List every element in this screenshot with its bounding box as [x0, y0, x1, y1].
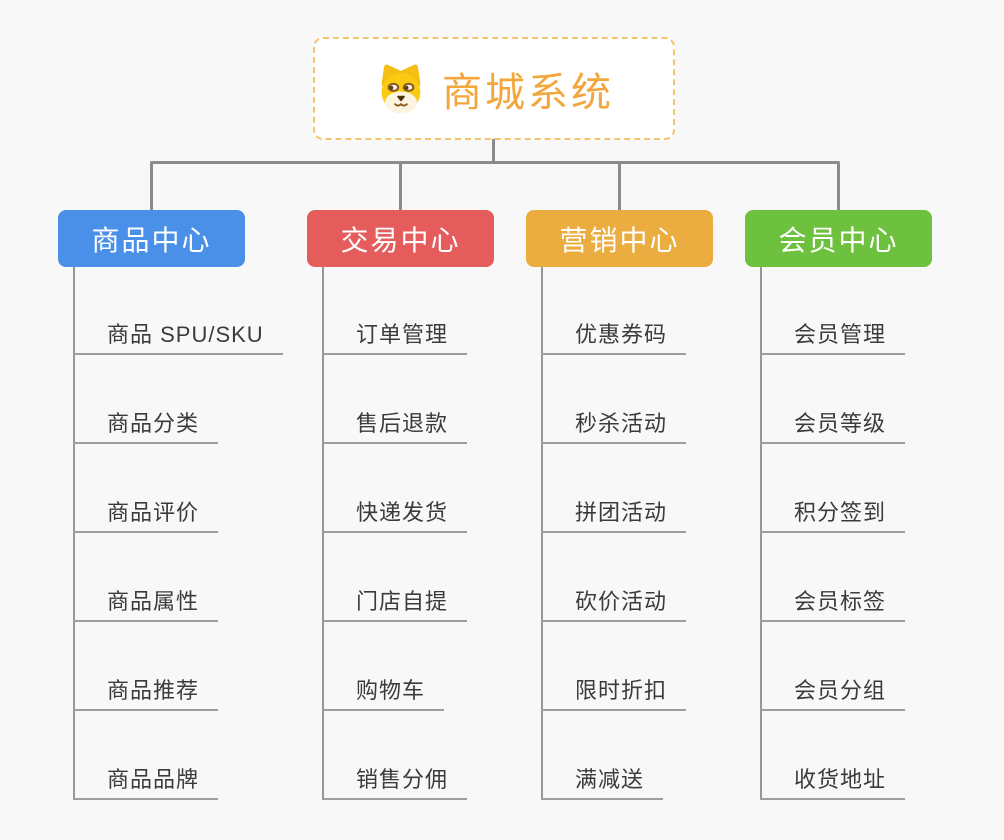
leaf-label: 会员分组 [794, 678, 887, 703]
leaf-node-trade-cart[interactable]: 购物车 [322, 669, 445, 711]
leaf-label: 商品评价 [107, 500, 200, 525]
leaf-node-member-groups[interactable]: 会员分组 [760, 669, 906, 711]
branch-label: 营销中心 [559, 224, 680, 256]
branch-label: 交易中心 [340, 224, 461, 256]
leaf-label: 会员管理 [794, 322, 887, 347]
leaf-node-goods-recommend[interactable]: 商品推荐 [73, 669, 219, 711]
branch-node-member[interactable]: 会员中心 [745, 210, 932, 267]
leaf-node-goods-spu-sku[interactable]: 商品 SPU/SKU [73, 313, 283, 355]
leaf-label: 拼团活动 [575, 500, 668, 525]
leaf-label: 会员等级 [794, 411, 887, 436]
branch-goods: 商品中心 商品 SPU/SKU 商品分类 商品评价 商品属性 商品推荐 商品品牌 [58, 210, 308, 822]
leaf-node-marketing-full-reduction[interactable]: 满减送 [541, 758, 664, 800]
connector-root-stub [492, 139, 495, 162]
branch-member: 会员中心 会员管理 会员等级 积分签到 会员标签 会员分组 收货地址 [745, 210, 995, 822]
connector-drop-trade [399, 163, 402, 210]
connector-drop-marketing [618, 163, 621, 210]
leaf-label: 门店自提 [356, 589, 449, 614]
leaf-label: 积分签到 [794, 500, 887, 525]
leaf-node-trade-shipping[interactable]: 快递发货 [322, 491, 468, 533]
leaf-label: 限时折扣 [575, 678, 668, 703]
leaf-label: 砍价活动 [575, 589, 668, 614]
branch-trunk-line [73, 267, 75, 800]
leaf-label: 秒杀活动 [575, 411, 668, 436]
leaf-node-goods-brand[interactable]: 商品品牌 [73, 758, 219, 800]
leaf-node-trade-commission[interactable]: 销售分佣 [322, 758, 468, 800]
leaf-label: 商品 SPU/SKU [107, 322, 264, 347]
dog-face-icon [374, 62, 428, 116]
branch-marketing: 营销中心 优惠券码 秒杀活动 拼团活动 砍价活动 限时折扣 满减送 [526, 210, 776, 822]
branch-node-goods[interactable]: 商品中心 [58, 210, 245, 267]
leaf-node-marketing-coupon[interactable]: 优惠券码 [541, 313, 687, 355]
leaf-label: 商品品牌 [107, 767, 200, 792]
leaf-node-member-points-checkin[interactable]: 积分签到 [760, 491, 906, 533]
leaf-node-trade-orders[interactable]: 订单管理 [322, 313, 468, 355]
leaf-label: 优惠券码 [575, 322, 668, 347]
leaf-node-marketing-bargain[interactable]: 砍价活动 [541, 580, 687, 622]
connector-drop-goods [150, 163, 153, 210]
leaf-node-goods-category[interactable]: 商品分类 [73, 402, 219, 444]
leaf-label: 售后退款 [356, 411, 449, 436]
leaf-label: 商品属性 [107, 589, 200, 614]
leaf-node-marketing-time-discount[interactable]: 限时折扣 [541, 669, 687, 711]
leaf-label: 快递发货 [356, 500, 449, 525]
connector-rail [150, 161, 840, 164]
leaf-label: 商品推荐 [107, 678, 200, 703]
leaf-node-member-address[interactable]: 收货地址 [760, 758, 906, 800]
leaf-node-member-tags[interactable]: 会员标签 [760, 580, 906, 622]
leaf-label: 商品分类 [107, 411, 200, 436]
leaf-label: 收货地址 [794, 767, 887, 792]
leaf-node-goods-review[interactable]: 商品评价 [73, 491, 219, 533]
leaf-node-member-level[interactable]: 会员等级 [760, 402, 906, 444]
leaf-node-marketing-flash-sale[interactable]: 秒杀活动 [541, 402, 687, 444]
leaf-node-trade-pickup[interactable]: 门店自提 [322, 580, 468, 622]
branch-node-trade[interactable]: 交易中心 [307, 210, 494, 267]
leaf-node-goods-attribute[interactable]: 商品属性 [73, 580, 219, 622]
root-node[interactable]: 商城系统 [313, 37, 675, 140]
leaf-node-trade-refund[interactable]: 售后退款 [322, 402, 468, 444]
leaf-node-member-manage[interactable]: 会员管理 [760, 313, 906, 355]
branch-trade: 交易中心 订单管理 售后退款 快递发货 门店自提 购物车 销售分佣 [307, 210, 557, 822]
leaf-label: 购物车 [356, 678, 426, 703]
branch-trunk-line [760, 267, 762, 800]
leaf-label: 销售分佣 [356, 767, 449, 792]
branch-label: 会员中心 [778, 224, 899, 256]
branch-node-marketing[interactable]: 营销中心 [526, 210, 713, 267]
root-title: 商城系统 [442, 70, 614, 115]
leaf-label: 满减送 [575, 767, 645, 792]
leaf-label: 订单管理 [356, 322, 449, 347]
branch-trunk-line [322, 267, 324, 800]
branch-trunk-line [541, 267, 543, 800]
leaf-node-marketing-group-buy[interactable]: 拼团活动 [541, 491, 687, 533]
leaf-label: 会员标签 [794, 589, 887, 614]
branch-label: 商品中心 [91, 224, 212, 256]
connector-drop-member [837, 163, 840, 210]
